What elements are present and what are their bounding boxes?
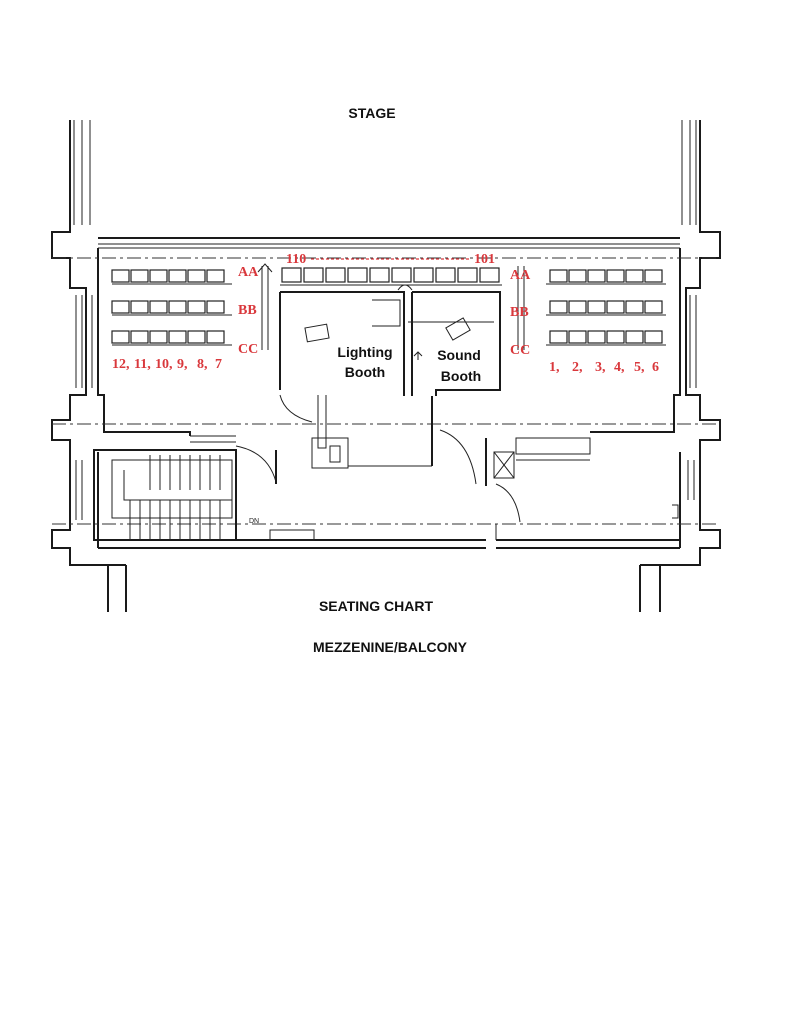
stair-down-label: DN (249, 518, 259, 525)
row-label-cc-left: CC (238, 342, 258, 357)
front-row-end: 101 (474, 252, 495, 267)
stair-treads (111, 455, 233, 540)
sound-booth-label-line2: Booth (441, 368, 481, 384)
left-seat-number: 12, (112, 357, 130, 372)
right-seat-number: 4, (614, 360, 625, 375)
center-front-row (280, 267, 502, 286)
room-labels: Lighting Booth Sound Booth (337, 344, 481, 384)
grid-lines (52, 257, 720, 525)
right-seat-number: 3, (595, 360, 606, 375)
left-seat-number: 10, (155, 357, 173, 372)
left-row-cc (111, 330, 232, 346)
row-label-aa-right: AA (510, 268, 531, 283)
right-seat-number: 5, (634, 360, 645, 375)
right-seat-number: 1, (549, 360, 560, 375)
lighting-booth-label-line1: Lighting (337, 344, 392, 360)
stage-heading: STAGE (348, 105, 395, 121)
row-label-bb-right: BB (510, 305, 529, 320)
left-seating-block (111, 263, 273, 350)
right-seat-number: 6 (652, 360, 659, 375)
right-seating-block (517, 266, 666, 350)
right-row-aa (546, 269, 666, 285)
left-seat-number: 9, (177, 357, 188, 372)
left-row-bb (111, 300, 232, 316)
right-row-bb (546, 300, 666, 316)
front-row-start: 110 (286, 252, 306, 267)
row-labels: AA BB CC AA BB CC (238, 265, 531, 358)
seating-chart-heading: SEATING CHART (319, 598, 434, 614)
right-seat-numbers: 1, 2, 3, 4, 5, 6 (549, 360, 659, 375)
right-row-cc (546, 330, 666, 346)
row-label-aa-left: AA (238, 265, 259, 280)
left-seat-number: 8, (197, 357, 208, 372)
floor-heading: MEZZENINE/BALCONY (313, 639, 468, 655)
row-label-bb-left: BB (238, 303, 257, 318)
right-seat-number: 2, (572, 360, 583, 375)
lobby-area (93, 396, 679, 541)
left-seat-number: 7 (215, 357, 222, 372)
row-label-cc-right: CC (510, 343, 530, 358)
booth-walls (279, 284, 501, 449)
front-row-range: 110 101 (286, 252, 495, 267)
sound-booth-label-line1: Sound (437, 347, 481, 363)
left-row-aa (111, 269, 232, 285)
left-seat-number: 11, (134, 357, 151, 372)
lighting-booth-label-line2: Booth (345, 364, 385, 380)
left-seat-numbers: 12, 11, 10, 9, 8, 7 (112, 357, 222, 372)
